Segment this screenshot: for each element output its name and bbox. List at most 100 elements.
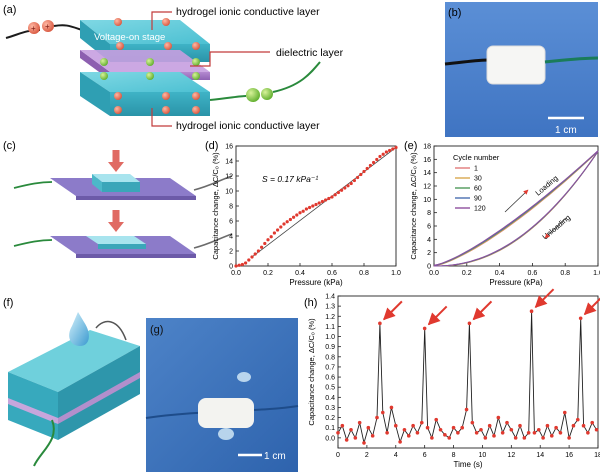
data-point	[269, 235, 273, 239]
water-drop	[69, 312, 89, 346]
data-point	[536, 427, 541, 432]
panel-h-label: (h)	[304, 297, 317, 309]
data-point	[340, 188, 344, 192]
data-point	[391, 147, 395, 151]
photo-g	[146, 318, 298, 472]
panel-f-label: (f)	[3, 297, 13, 309]
data-point	[282, 222, 286, 226]
data-point	[336, 431, 340, 435]
data-point	[586, 431, 590, 435]
data-point	[406, 434, 411, 438]
y-tick-label: 4	[427, 237, 431, 244]
y-tick-label: 10	[225, 189, 233, 196]
legend-entry: 1	[474, 166, 478, 173]
data-point	[266, 238, 270, 242]
x-tick-label: 0.8	[359, 270, 369, 277]
x-tick-label: 0.6	[327, 270, 337, 277]
data-point	[336, 190, 340, 195]
data-point	[292, 215, 296, 219]
data-point	[434, 417, 439, 422]
x-tick-label: 0.0	[231, 270, 241, 277]
x-tick-label: 4	[394, 452, 398, 459]
y-tick-label: 1.1	[325, 324, 335, 331]
data-point	[451, 425, 456, 430]
data-point	[365, 166, 369, 171]
x-tick-label: 1.0	[593, 270, 600, 277]
positive-ion-ball	[42, 20, 54, 32]
sensitivity-annotation: S = 0.17 kPa⁻¹	[262, 174, 318, 184]
x-tick-label: 0.0	[429, 270, 439, 277]
data-point	[522, 436, 527, 440]
data-point	[411, 423, 415, 428]
data-point	[558, 431, 563, 435]
panel-a: (a) + + Voltage-on stage	[3, 4, 344, 132]
panel-g-label: (g)	[150, 324, 163, 336]
panel-c-label: (c)	[3, 140, 16, 152]
y-tick-label: 2	[427, 250, 431, 257]
data-point	[378, 154, 382, 159]
sensor-side	[58, 346, 140, 440]
y-tick-label: 16	[423, 157, 431, 164]
unloading-curve	[434, 151, 599, 267]
data-point	[541, 436, 545, 440]
data-point	[368, 163, 372, 168]
callout-hydrogel-top: hydrogel ionic conductive layer	[176, 6, 320, 18]
peak-arrow	[534, 288, 555, 309]
panel-g: (g) 1 cm	[145, 318, 299, 472]
charge-balls	[100, 18, 200, 114]
data-point	[263, 241, 267, 246]
data-point	[430, 436, 434, 440]
data-point	[398, 440, 402, 444]
x-tick-label: 14	[536, 452, 544, 459]
data-point	[375, 157, 379, 162]
press-arrow-bottom	[108, 222, 124, 232]
water-droplet	[218, 428, 234, 440]
y-tick-label: 6	[427, 224, 431, 231]
legend-entry: 90	[474, 196, 482, 203]
y-tick-label: 16	[225, 144, 233, 151]
data-point	[279, 225, 283, 229]
data-point	[381, 152, 385, 156]
data-point	[526, 431, 531, 435]
data-point	[353, 436, 358, 440]
data-point	[384, 150, 388, 154]
data-point	[314, 202, 318, 207]
positive-ion-ball	[28, 22, 40, 34]
svg-text:+: +	[31, 24, 36, 33]
data-point	[467, 321, 472, 326]
data-point	[317, 201, 321, 205]
y-tick-label: 0.9	[325, 344, 335, 351]
dielectric-stripe	[58, 372, 140, 424]
data-point	[479, 427, 483, 432]
data-point	[253, 252, 257, 256]
x-axis-label: Pressure (kPa)	[289, 278, 343, 287]
data-point	[320, 199, 324, 204]
legend-title: Cycle number	[453, 153, 500, 162]
y-axis-label: Capacitance change, ΔC/C₀ (%)	[409, 152, 418, 260]
panel-d-label: (d)	[205, 140, 218, 152]
data-point	[500, 431, 505, 435]
y-tick-label: 1.2	[325, 314, 335, 321]
legend-entry: 30	[474, 176, 482, 183]
data-point	[349, 427, 353, 432]
x-tick-label: 12	[507, 452, 515, 459]
y-tick-label: 0	[427, 264, 431, 271]
y-tick-label: 0.2	[325, 415, 335, 422]
legend-entry: 120	[474, 206, 486, 213]
signal-line	[337, 311, 597, 444]
data-point	[402, 427, 407, 432]
loading-arrow	[504, 189, 529, 213]
data-point	[425, 425, 430, 430]
unloading-arrow	[544, 217, 567, 239]
data-point	[470, 420, 475, 425]
y-tick-label: 10	[423, 197, 431, 204]
data-point	[509, 427, 514, 432]
plot-frame	[337, 295, 599, 449]
data-point	[362, 441, 366, 445]
y-tick-label: 18	[423, 144, 431, 151]
data-point	[460, 425, 465, 430]
data-point	[234, 264, 238, 268]
scale-label-g: 1 cm	[264, 451, 286, 462]
y-tick-label: 14	[225, 159, 233, 166]
